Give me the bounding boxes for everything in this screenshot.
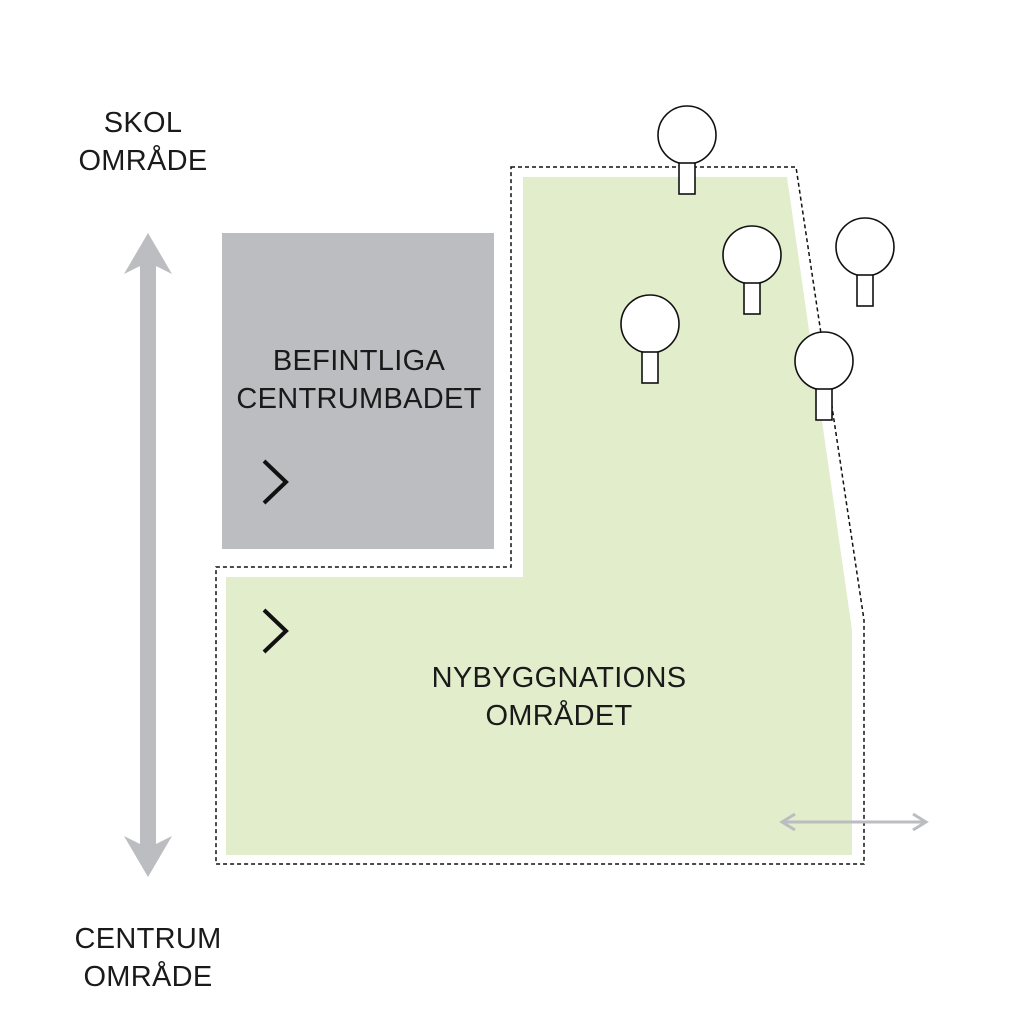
existing-bath-label-line1: BEFINTLIGA [272, 345, 446, 377]
existing-bath-building [222, 233, 494, 549]
new-construction-label-line2: OMRÅDET [485, 700, 633, 732]
new-construction-label: NYBYGGNATIONS OMRÅDET [404, 659, 714, 735]
center-area-label-line2: OMRÅDE [83, 961, 213, 993]
school-area-label: SKOL OMRÅDE [43, 104, 243, 180]
existing-bath-label-line2: CENTRUMBADET [236, 383, 482, 415]
existing-bath-label: BEFINTLIGA CENTRUMBADET [214, 342, 504, 418]
vertical-double-arrow-icon [124, 233, 172, 877]
new-construction-label-line1: NYBYGGNATIONS [431, 662, 687, 694]
tree-icon [657, 105, 717, 195]
new-construction-area [226, 177, 852, 855]
tree-icon [794, 331, 854, 421]
school-area-label-line2: OMRÅDE [78, 145, 208, 177]
tree-icon [620, 294, 680, 384]
chevron-right-icon [262, 608, 289, 654]
tree-icon [835, 217, 895, 307]
school-area-label-line1: SKOL [103, 107, 183, 139]
tree-icon [722, 225, 782, 315]
chevron-right-icon [262, 459, 289, 505]
horizontal-double-arrow-icon [779, 812, 929, 832]
site-boundary [215, 166, 865, 865]
center-area-label: CENTRUM OMRÅDE [48, 920, 248, 996]
center-area-label-line1: CENTRUM [74, 923, 222, 955]
